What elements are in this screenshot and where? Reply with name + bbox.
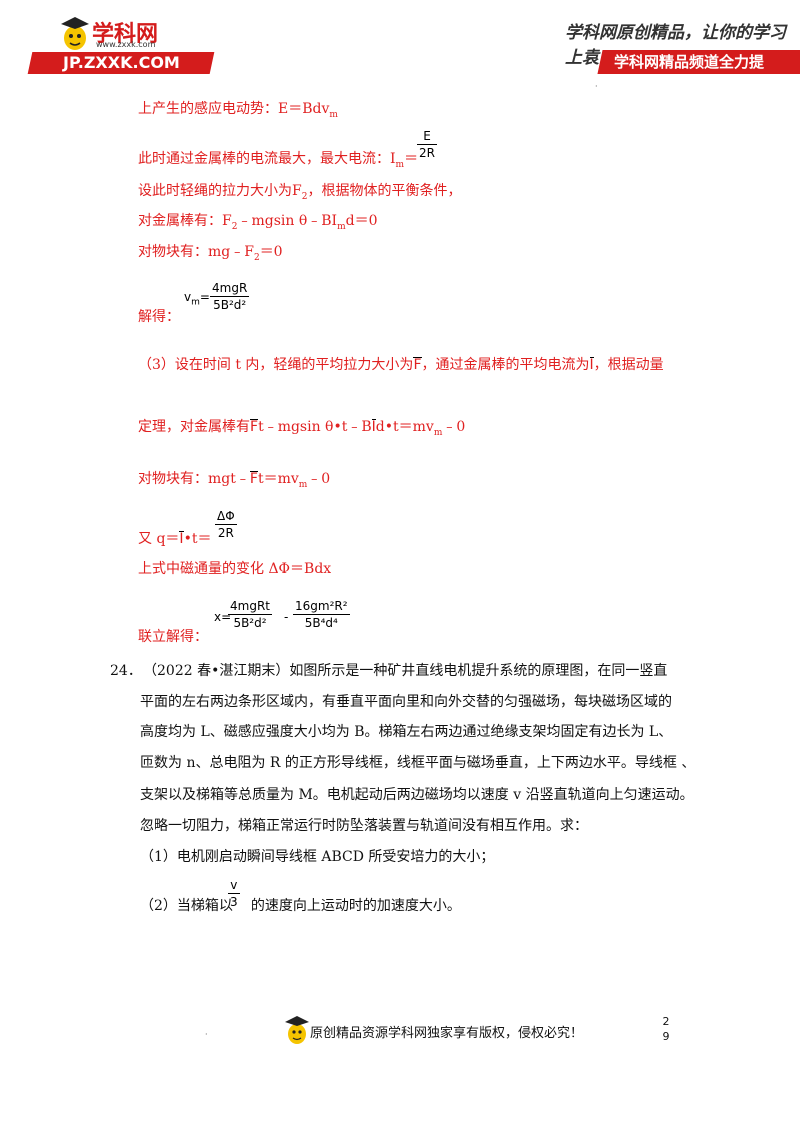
- header-slogan: 学科网原创精品，让你的学习上袁: [565, 23, 786, 68]
- rod-balance-sub1: 2: [231, 221, 238, 232]
- fraction-speed-num: v: [228, 877, 240, 894]
- tension-suffix: ，根据物体的平衡条件，: [307, 183, 462, 199]
- sub2-a: （2）当梯箱以: [140, 898, 233, 914]
- fraction-current-den: 2R: [419, 146, 435, 160]
- fraction-speed: v 3: [228, 877, 240, 910]
- solution-line-flux: 上式中磁通量的变化 ΔΦ＝Bdx: [138, 561, 332, 577]
- question-sub2: （2）当梯箱以 的速度向上运动时的加速度大小。: [140, 897, 461, 915]
- block-balance-b: ＝0: [259, 244, 283, 260]
- momentum-rod-sub: m: [433, 427, 443, 438]
- vm-lhs-sub: m: [191, 297, 200, 308]
- momentum-block-c: ﹣0: [307, 471, 331, 487]
- fraction-x-second-num: 16gm²R²: [293, 599, 350, 615]
- question-line: 高度均为 L、磁感应强度大小均为 B。梯箱左右两边通过绝缘支架均固定有边长为 L…: [140, 724, 673, 740]
- fraction-vm-num: 4mgR: [210, 281, 250, 297]
- momentum-rod-bar-f: F: [250, 419, 259, 435]
- question-line: 平面的左右两边条形区域内，有垂直平面向里和向外交替的匀强磁场，每块磁场区域的: [140, 694, 672, 710]
- part3-bar-i: I: [589, 357, 594, 373]
- footer-dot: ·: [205, 1030, 208, 1039]
- rod-balance-sub2: m: [337, 221, 346, 232]
- momentum-block-bar-f: F: [249, 471, 258, 487]
- fraction-charge-den: 2R: [217, 526, 234, 540]
- channel-banner: 学科网精品频道全力提: [597, 50, 800, 74]
- x-minus: -: [284, 610, 289, 624]
- emf-text: 上产生的感应电动势：E＝Bdv: [138, 101, 330, 117]
- solution-line-momentum-block: 对物块有：mgt﹣Ft＝mvm﹣0: [138, 470, 330, 494]
- momentum-block-sub: m: [298, 479, 308, 490]
- mascot-icon: [285, 1016, 309, 1044]
- part3-b: ，通过金属棒的平均电流为: [421, 357, 590, 373]
- momentum-rod-b: t﹣mgsin θ•t﹣B: [258, 419, 372, 435]
- rod-balance-c: d＝0: [345, 213, 378, 229]
- x-lhs: x=: [214, 610, 232, 624]
- emf-sub: m: [329, 109, 338, 120]
- solution-line-rod-balance: 对金属棒有：F2﹣mgsin θ﹣BImd＝0: [138, 212, 378, 236]
- page-number: 2 9: [660, 1014, 672, 1044]
- question-sub1: （1）电机刚启动瞬间导线框 ABCD 所受安培力的大小；: [140, 849, 495, 865]
- fraction-x-first-num: 4mgRt: [228, 599, 272, 615]
- momentum-block-a: 对物块有：mgt﹣: [138, 471, 250, 487]
- momentum-rod-bar-i: I: [371, 419, 376, 435]
- fraction-x-second: 16gm²R² 5B⁴d⁴: [293, 598, 350, 631]
- solution-line-current: 此时通过金属棒的电流最大，最大电流：Im＝: [138, 150, 418, 174]
- part3-c: ，根据动量: [593, 357, 664, 373]
- logo-banner-text: JP.ZXXK.COM: [62, 53, 180, 72]
- fraction-x-first: 4mgRt 5B²d²: [228, 598, 272, 631]
- logo-mascot-icon: [61, 17, 89, 50]
- block-balance-a: 对物块有：mg﹣F: [138, 244, 254, 260]
- fraction-charge-num: ΔΦ: [215, 509, 237, 525]
- logo-title: 学科网: [92, 22, 159, 47]
- tension-text: 设此时轻绳的拉力大小为F: [138, 183, 302, 199]
- solution-line-block-balance: 对物块有：mg﹣F2＝0: [138, 243, 283, 267]
- header-dot: ·: [595, 82, 598, 91]
- fraction-vm-den: 5B²d²: [213, 298, 247, 312]
- part3-a: （3）设在时间 t 内，轻绳的平均拉力大小为: [138, 357, 414, 373]
- vm-lhs: vm=: [184, 290, 210, 308]
- sub2-b: 的速度向上运动时的加速度大小。: [250, 898, 461, 914]
- current-text: 此时通过金属棒的电流最大，最大电流：I: [138, 151, 396, 167]
- charge-b: •t＝: [183, 531, 212, 547]
- vm-lhs-v: v: [184, 290, 192, 304]
- question-number: 24．: [110, 663, 142, 679]
- fraction-current-num: E: [417, 128, 437, 145]
- fraction-x-first-den: 5B²d²: [233, 616, 267, 630]
- page-number-bottom: 9: [662, 1030, 670, 1043]
- part3-bar-f: F: [413, 357, 422, 373]
- momentum-block-b: t＝mv: [257, 471, 299, 487]
- momentum-rod-c: d•t＝mv: [375, 419, 434, 435]
- solution-line-charge: 又 q＝I•t＝: [138, 530, 211, 548]
- question-line: 支架以及梯箱等总质量为 M。电机起动后两边磁场均以速度 v 沿竖直轨道向上匀速运…: [140, 787, 694, 803]
- question-line: 匝数为 n、总电阻为 R 的正方形导线框，线框平面与磁场垂直，上下两边水平。导线…: [140, 755, 696, 771]
- block-balance-sub: 2: [253, 252, 260, 263]
- fraction-current: E 2R: [417, 128, 437, 161]
- solution-line-part3: （3）设在时间 t 内，轻绳的平均拉力大小为F，通过金属棒的平均电流为I，根据动…: [138, 356, 664, 374]
- question-line: 忽略一切阻力，梯箱正常运行时防坠落装置与轨道间没有相互作用。求：: [140, 818, 588, 834]
- rod-balance-a: 对金属棒有：F: [138, 213, 232, 229]
- current-sub: m: [395, 159, 405, 170]
- momentum-rod-a: 定理，对金属棒有: [138, 419, 250, 435]
- channel-banner-text: 学科网精品频道全力提: [614, 53, 765, 71]
- momentum-rod-d: ﹣0: [442, 419, 466, 435]
- solution-label-solve: 解得：: [138, 309, 180, 325]
- footer-copyright: 原创精品资源学科网独家享有版权，侵权必究！: [310, 1026, 584, 1041]
- tension-sub: 2: [301, 191, 308, 202]
- page-number-top: 2: [662, 1015, 670, 1028]
- fraction-x-second-den: 5B⁴d⁴: [304, 616, 338, 630]
- rod-balance-b: ﹣mgsin θ﹣BI: [237, 213, 338, 229]
- charge-bar-i: I: [179, 531, 184, 547]
- solution-label-combined: 联立解得：: [138, 629, 208, 645]
- fraction-charge: ΔΦ 2R: [215, 508, 237, 541]
- fraction-vm: 4mgR 5B²d²: [210, 280, 250, 313]
- question-line: （2022 春•湛江期末）如图所示是一种矿井直线电机提升系统的原理图，在同一竖直: [143, 663, 668, 679]
- logo-banner: JP.ZXXK.COM: [27, 52, 215, 74]
- solution-line-momentum-rod: 定理，对金属棒有Ft﹣mgsin θ•t﹣BId•t＝mvm﹣0: [138, 418, 465, 442]
- solution-line-tension: 设此时轻绳的拉力大小为F2，根据物体的平衡条件，: [138, 182, 461, 206]
- charge-a: 又 q＝: [138, 531, 180, 547]
- fraction-speed-den: 3: [230, 895, 238, 909]
- current-eq: ＝: [404, 151, 419, 167]
- solution-line-emf: 上产生的感应电动势：E＝Bdvm: [138, 100, 338, 124]
- logo-url-small: www.zxxk.com: [96, 40, 156, 49]
